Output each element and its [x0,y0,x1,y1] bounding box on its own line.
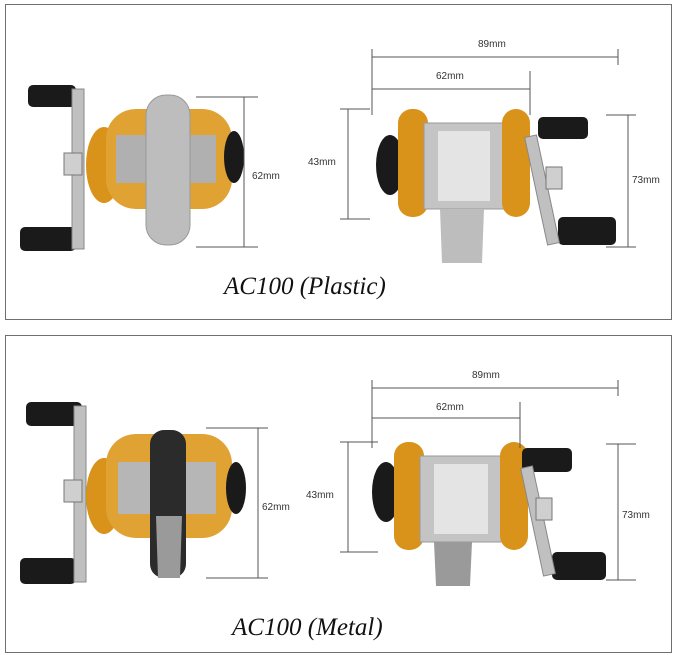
reel-front-view [376,109,616,263]
dim-lines-front [340,380,636,581]
dim-overall-width: 89mm [478,39,506,50]
dim-lines-front [340,49,636,248]
reel-illustration-plastic [20,49,636,263]
panel-metal: 89mm 62mm 62mm 43mm 73mm AC100 (Metal) [5,335,672,653]
dim-frame-height: 43mm [306,490,334,501]
reel-side-view [20,402,246,584]
reel-front-view [372,442,606,586]
dim-line-side-height [196,96,258,248]
dim-total-height: 73mm [622,510,650,521]
dim-frame-height: 43mm [308,157,336,168]
dim-total-height: 73mm [632,175,660,186]
dim-line-side-height [206,427,268,579]
reel-illustration-metal [20,380,636,586]
dim-spool-width: 62mm [436,402,464,413]
caption-metal: AC100 (Metal) [232,614,383,641]
dim-side-height: 62mm [262,502,290,513]
caption-plastic: AC100 (Plastic) [224,273,386,300]
dim-spool-width: 62mm [436,71,464,82]
dim-side-height: 62mm [252,171,280,182]
reel-side-view [20,85,244,251]
dim-overall-width: 89mm [472,370,500,381]
panel-plastic: 89mm 62mm 62mm 43mm 73mm AC100 (Plastic) [5,4,672,320]
